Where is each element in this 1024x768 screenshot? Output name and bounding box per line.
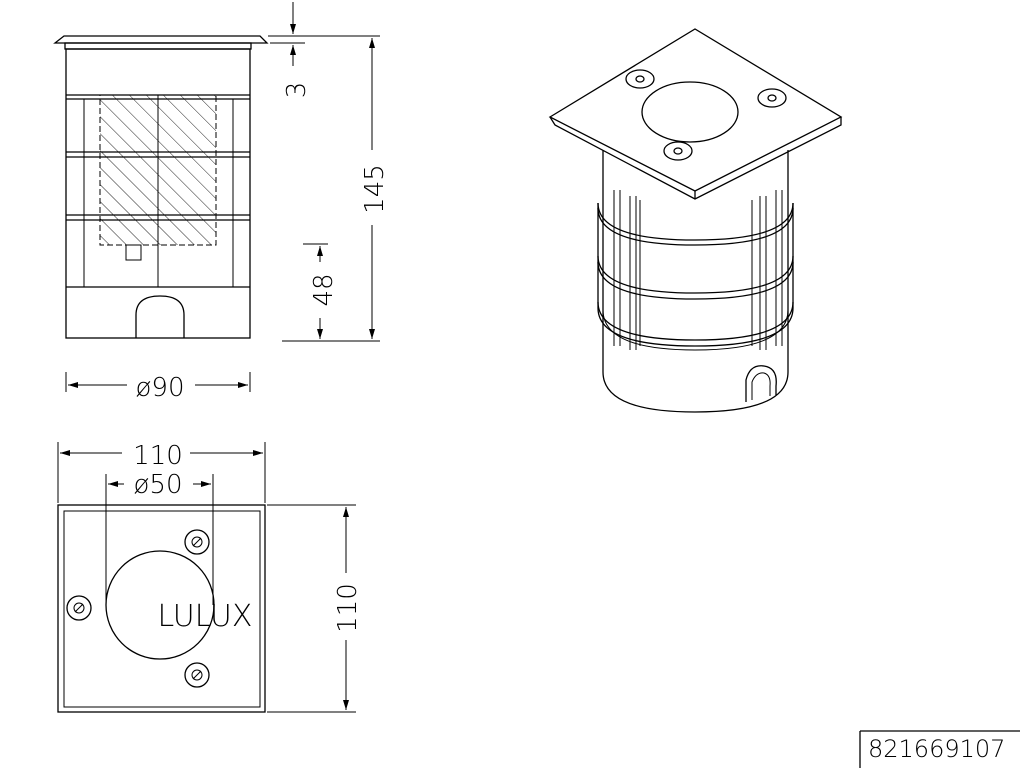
body-outline (65, 48, 251, 339)
dim-height-square: 110 (267, 504, 363, 713)
dim-3-label: 3 (282, 82, 312, 99)
dim-diameter-opening: ø50 (105, 470, 214, 605)
dim-145-label: 145 (360, 164, 390, 214)
dim-height-total: 145 (268, 35, 390, 342)
inner-lamp-hatched (99, 94, 217, 246)
dim-110-width-label: 110 (133, 441, 183, 471)
lamp-socket (125, 244, 142, 261)
iso-center-opening (641, 81, 739, 143)
top-view: LULUX (57, 504, 266, 713)
flange-lip (64, 42, 252, 50)
dim-width-square: 110 (57, 441, 266, 503)
dim-48-label: 48 (309, 273, 339, 306)
part-number-box: 821669107 (859, 730, 1020, 768)
dim-height-lower: 48 (303, 243, 339, 339)
dim-diameter-body: ø90 (65, 372, 251, 403)
cable-entry-arch (135, 295, 185, 338)
dim-90-label: ø90 (136, 373, 185, 403)
dim-height-flange: 3 (270, 2, 312, 98)
iso-top-plate (548, 28, 843, 192)
brand-label: LULUX (158, 599, 253, 634)
part-number-label: 821669107 (868, 735, 1005, 763)
iso-cable-entry (745, 365, 777, 402)
flange-top (53, 35, 269, 44)
plan-inner-square (63, 510, 261, 708)
iso-base (602, 371, 789, 413)
dim-50-label: ø50 (134, 470, 183, 500)
front-view (53, 35, 269, 339)
plan-screw-holes (66, 529, 210, 688)
dim-110-height-label: 110 (333, 583, 363, 633)
isometric-view (548, 28, 843, 413)
plan-outer-square (57, 504, 266, 713)
